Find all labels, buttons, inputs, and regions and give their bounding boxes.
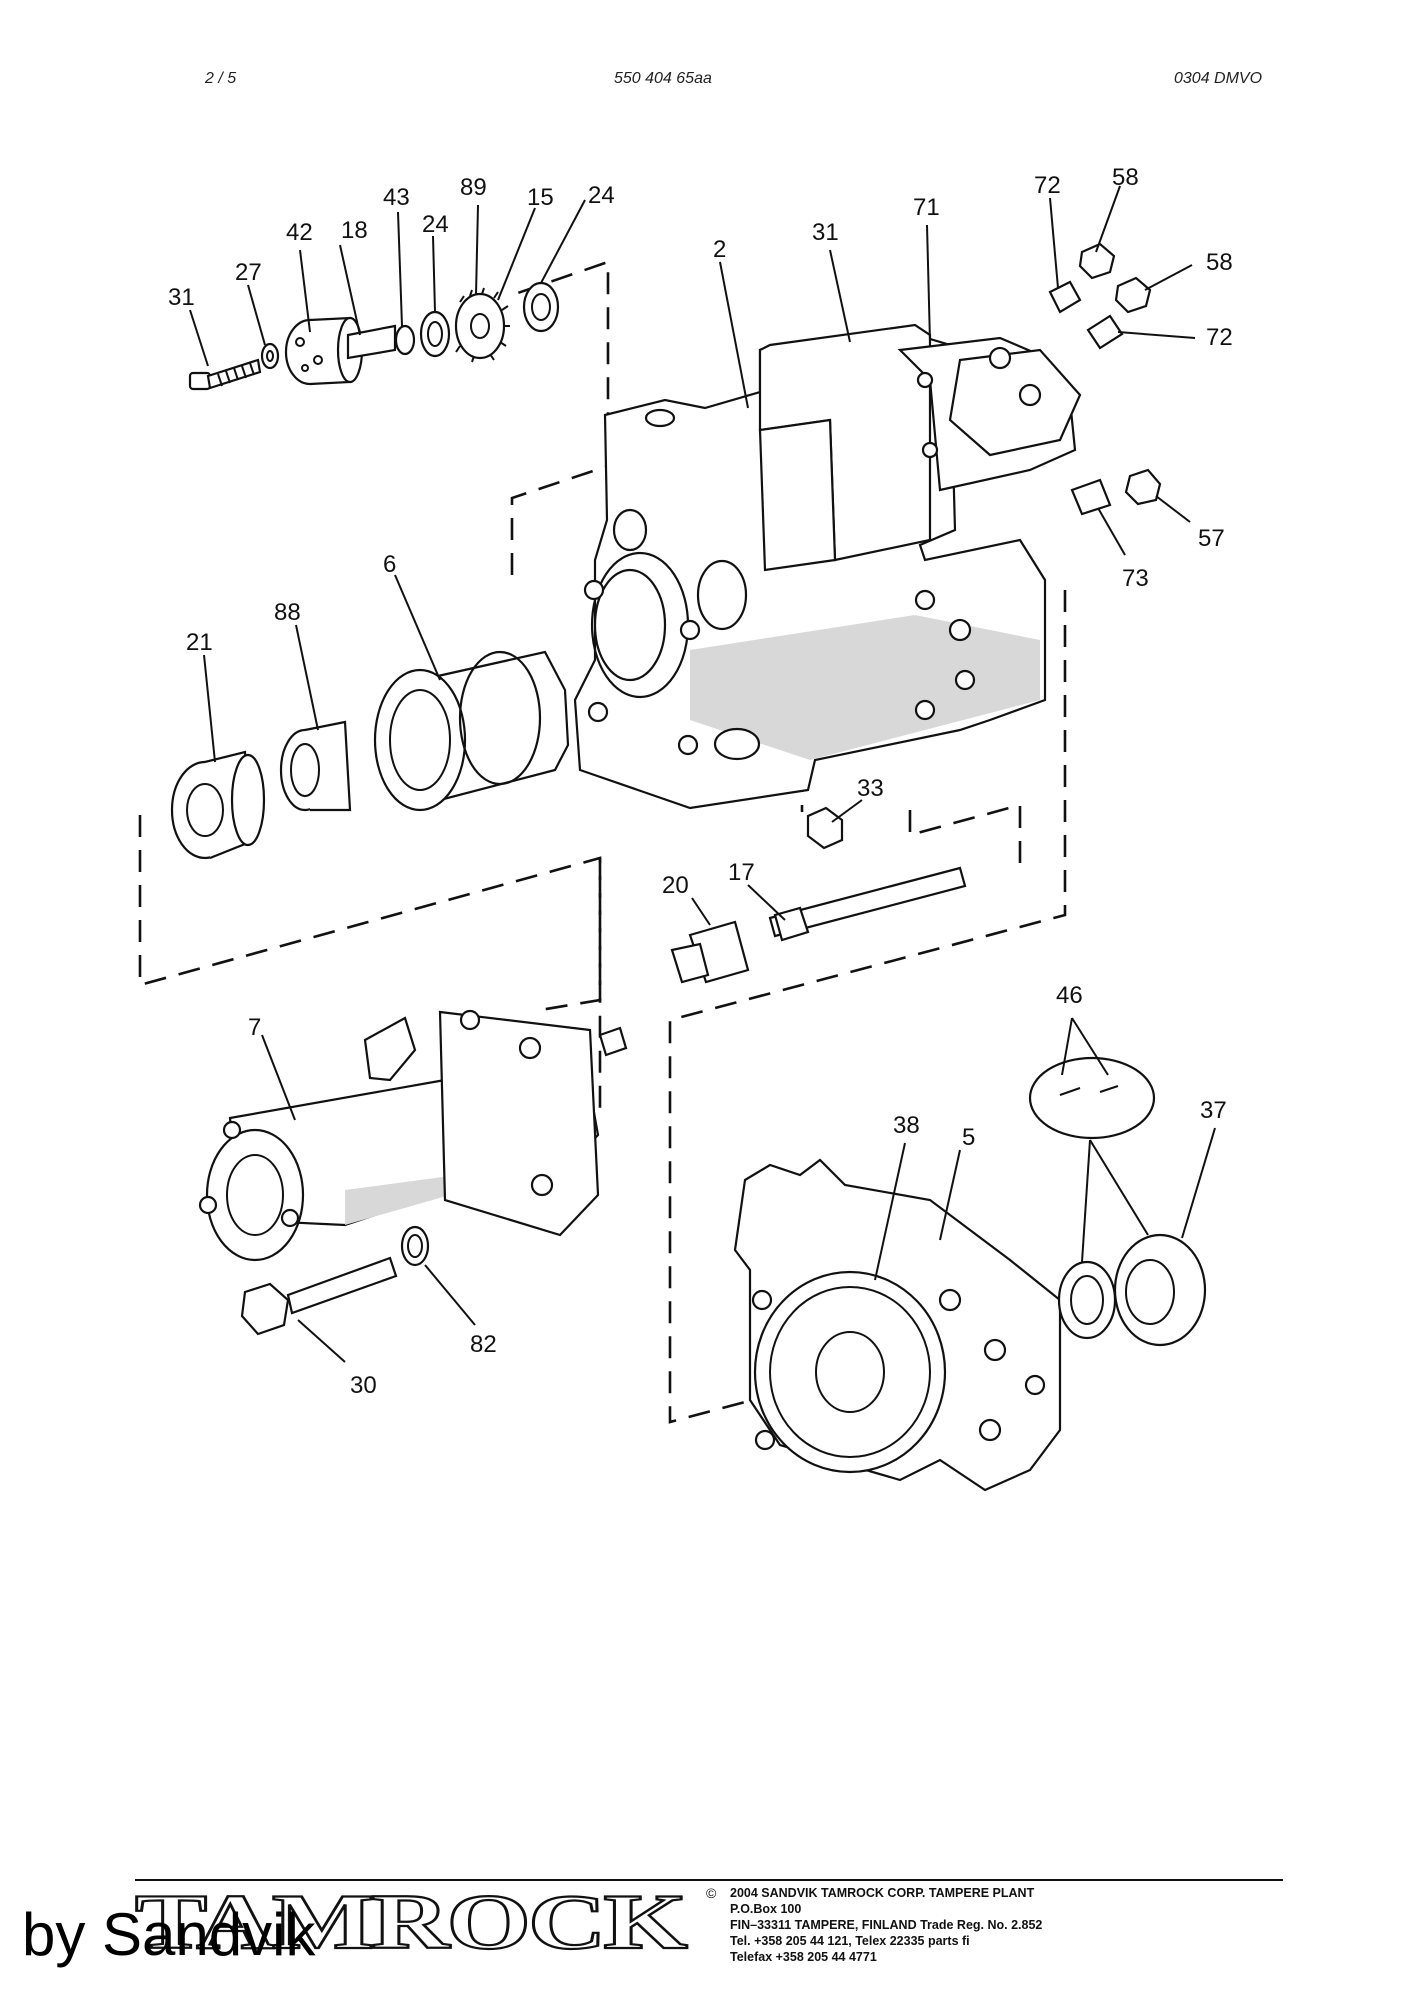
cylinder-7 [198, 1009, 628, 1262]
guide-left-lower [539, 858, 602, 1012]
bolt-30 [240, 1256, 398, 1336]
callout-20: 20 [662, 872, 689, 899]
bushing-88 [279, 720, 352, 812]
callout-33: 33 [857, 775, 884, 802]
sleeve-20 [670, 920, 750, 984]
callout-27: 27 [235, 259, 262, 286]
callout-6: 6 [383, 551, 396, 578]
callout-71: 71 [913, 194, 940, 221]
footer-line-5: Telefax +358 205 44 4771 [730, 1950, 877, 1964]
callout-24-seal: 24 [588, 182, 615, 209]
callout-17: 17 [728, 859, 755, 886]
nut-33 [806, 806, 844, 850]
callout-57: 57 [1198, 525, 1225, 552]
washer-82 [400, 1225, 430, 1267]
nut-57 [1124, 468, 1162, 506]
callout-2: 2 [713, 236, 726, 263]
callout-30: 30 [350, 1372, 377, 1399]
watermark-text: by Sandvik [22, 1901, 316, 1968]
gear-15 [454, 287, 510, 363]
callout-88: 88 [274, 599, 301, 626]
footer-line-2: P.O.Box 100 [730, 1902, 802, 1916]
seal-24 [522, 281, 560, 333]
document-number: 550 404 65aa [614, 70, 712, 87]
callout-31-housing: 31 [812, 219, 839, 246]
footer-line-4: Tel. +358 205 44 121, Telex 22335 parts … [730, 1934, 970, 1948]
footer-line-3: FIN–33311 TAMPERE, FINLAND Trade Reg. No… [730, 1918, 1043, 1932]
guide-right [668, 590, 1067, 1424]
callout-58-upper: 58 [1112, 164, 1139, 191]
copyright-symbol: © [706, 1885, 717, 1901]
bolt-31 [188, 358, 262, 391]
callout-58-lower: 58 [1206, 249, 1233, 276]
callout-24-spacer: 24 [422, 211, 449, 238]
fitting-72-upper [1048, 280, 1082, 314]
callout-43: 43 [383, 184, 410, 211]
elbow-73 [1070, 478, 1112, 516]
gear-21 [170, 750, 266, 860]
callout-89: 89 [460, 174, 487, 201]
cap-58-lower [1114, 276, 1152, 314]
shaft-assembly [188, 281, 560, 391]
housing-5 [733, 1158, 1062, 1492]
callout-15: 15 [527, 184, 554, 211]
cap-58-upper [1078, 242, 1116, 280]
ring-37-small [1057, 1260, 1117, 1340]
callout-72-lower: 72 [1206, 324, 1233, 351]
fittings-group [1048, 242, 1162, 516]
revision-code: 0304 DMVO [1174, 70, 1263, 87]
callout-72-upper: 72 [1034, 172, 1061, 199]
callout-82: 82 [470, 1331, 497, 1358]
callout-42: 42 [286, 219, 313, 246]
ring-43 [394, 324, 416, 356]
footer-line-1: 2004 SANDVIK TAMROCK CORP. TAMPERE PLANT [730, 1886, 1035, 1900]
callout-21: 21 [186, 629, 213, 656]
svg-text:TAMROCK: TAMROCK [135, 1880, 688, 1960]
washer-27 [260, 342, 280, 370]
callout-5: 5 [962, 1124, 975, 1151]
stud-17 [768, 866, 967, 942]
housing-2 [573, 323, 1082, 810]
seal-37 [1113, 1233, 1207, 1347]
callout-37: 37 [1200, 1097, 1227, 1124]
spacer-24 [419, 310, 451, 358]
leader-lines [189, 185, 1216, 1363]
cover-42 [284, 316, 364, 386]
coupling-6 [373, 650, 570, 812]
callout-labels: 31 27 42 18 43 24 89 15 24 2 31 71 72 58… [168, 164, 1233, 1399]
fitting-72-lower [1086, 314, 1124, 350]
callout-31-bolt: 31 [168, 284, 195, 311]
footer-rule [135, 1879, 1283, 1881]
tamrock-logo: TAMROCK [135, 1880, 691, 1960]
callout-46: 46 [1056, 982, 1083, 1009]
callout-73: 73 [1122, 565, 1149, 592]
callout-38: 38 [893, 1112, 920, 1139]
callout-7: 7 [248, 1014, 261, 1041]
page-number: 2 / 5 [205, 70, 237, 87]
callout-18: 18 [341, 217, 368, 244]
guide-mid [908, 803, 1022, 865]
detail-46 [1028, 1056, 1156, 1140]
